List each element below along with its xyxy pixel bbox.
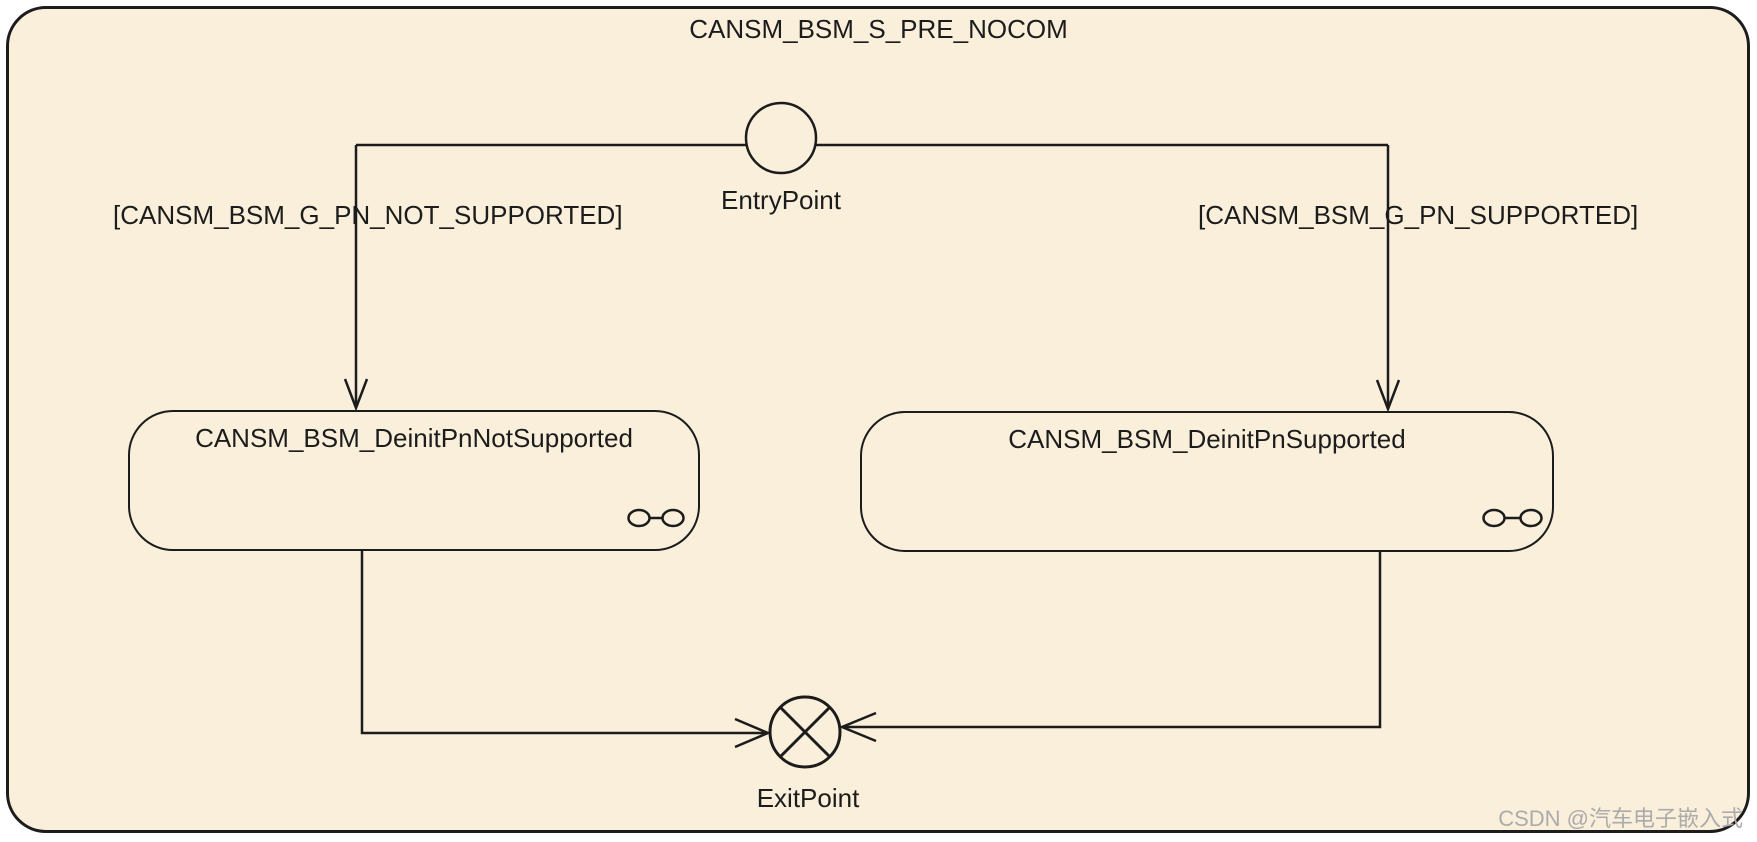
arrowhead-icon	[1375, 379, 1401, 413]
frame-title: CANSM_BSM_S_PRE_NOCOM	[689, 14, 1068, 44]
arrowhead-icon	[838, 711, 877, 743]
guard-label-pn-supported: [CANSM_BSM_G_PN_SUPPORTED]	[1198, 200, 1639, 230]
guard-label-pn-not-supported: [CANSM_BSM_G_PN_NOT_SUPPORTED]	[113, 200, 623, 230]
transition-exit-left	[360, 551, 772, 749]
transition-entry-left	[343, 143, 747, 412]
entry-point-node	[744, 101, 818, 175]
arrowhead-icon	[734, 717, 772, 749]
state-name: CANSM_BSM_DeinitPnSupported	[1008, 424, 1406, 454]
entry-point-label: EntryPoint	[721, 185, 841, 215]
state-deinit-pn-supported: CANSM_BSM_DeinitPnSupported	[860, 411, 1554, 552]
arrowhead-icon	[343, 378, 369, 412]
exit-point-label: ExitPoint	[756, 783, 860, 813]
state-name: CANSM_BSM_DeinitPnNotSupported	[195, 423, 633, 453]
transition-entry-right	[815, 143, 1401, 413]
state-deinit-pn-not-supported: CANSM_BSM_DeinitPnNotSupported	[128, 410, 700, 551]
transition-exit-right	[838, 552, 1382, 743]
watermark: CSDN @汽车电子嵌入式	[1498, 806, 1743, 831]
exit-point-node	[768, 695, 842, 769]
